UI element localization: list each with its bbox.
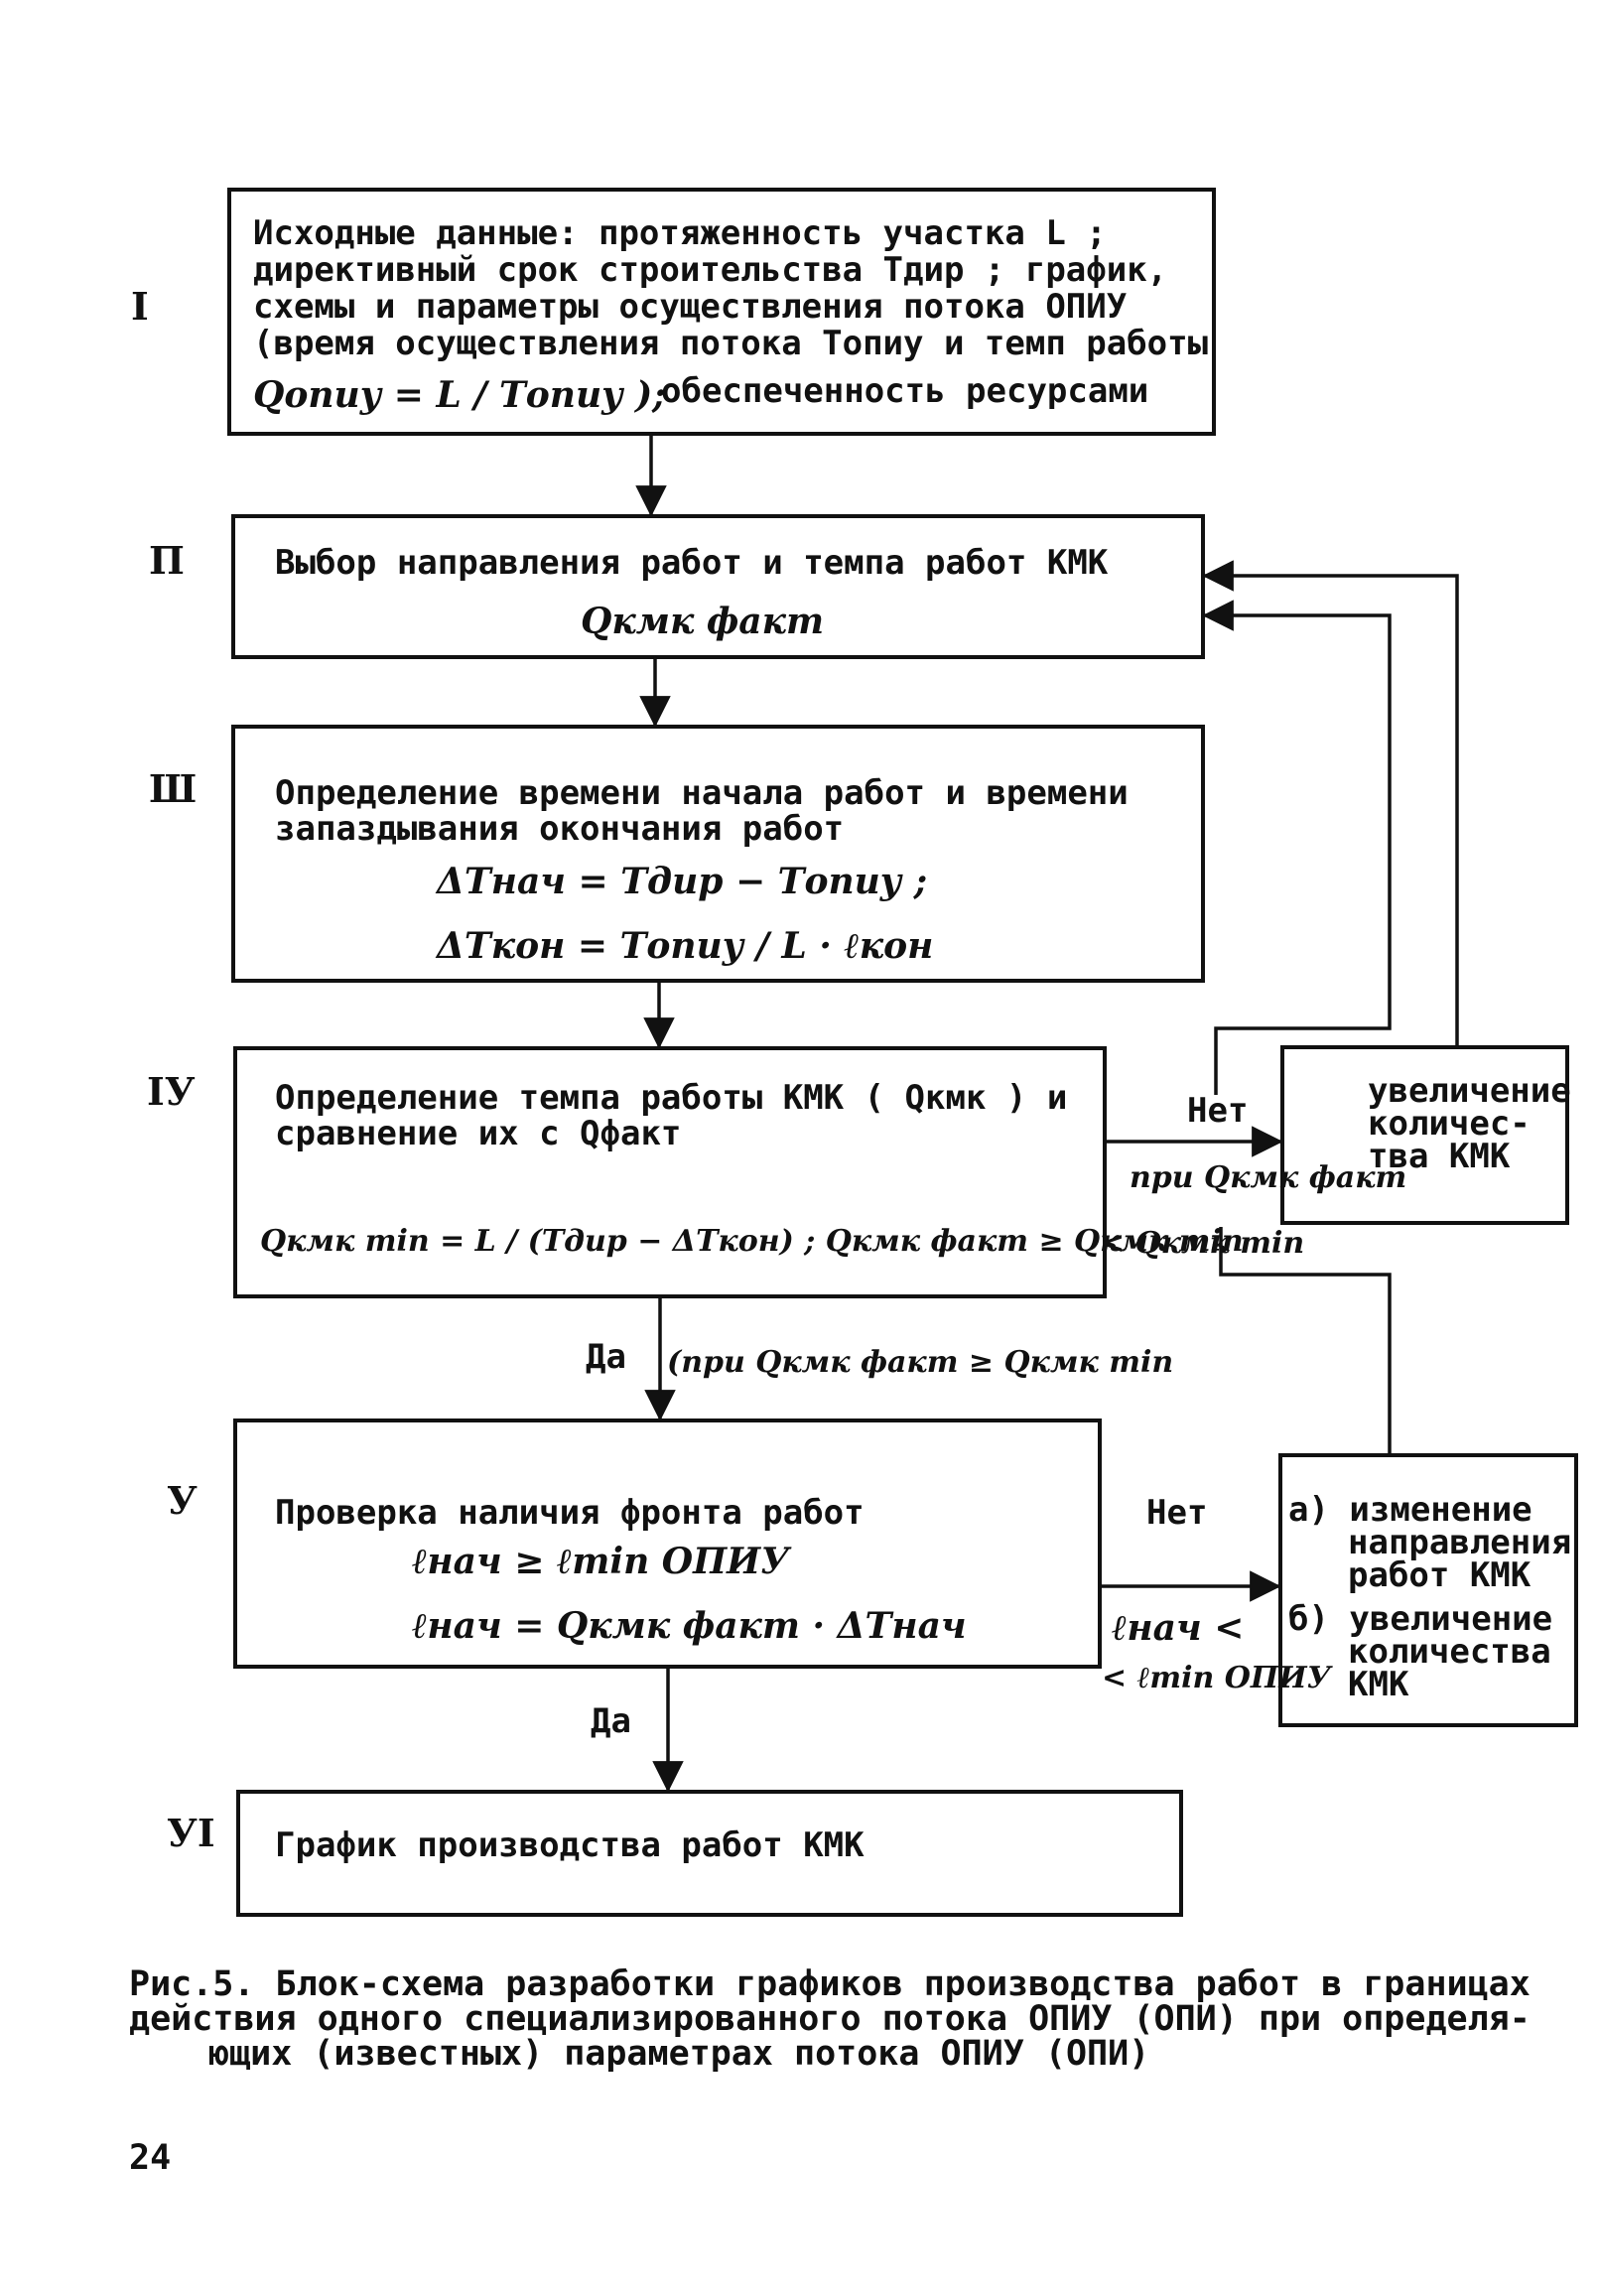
stage-1-formula: Qопиу = L / Tопиу ); [253,374,666,416]
stage-1-line-4: (время осуществления потока Tопиу и темп… [253,324,1208,363]
stage-4-line-1: Определение темпа работы КМК ( Qкмк ) и [275,1078,1067,1118]
edge-label-cond-2a: ℓнач < [1112,1607,1244,1649]
stage-5-line: Проверка наличия фронта работ [275,1493,865,1533]
change-b-line-2: количества [1348,1632,1551,1672]
change-box [1278,1453,1578,1727]
edge-label-no-2: Нет [1146,1493,1207,1533]
stage-4-numeral: IУ [147,1069,196,1114]
stage-6-box [236,1790,1183,1917]
stage-5-formula-1: ℓнач ≥ ℓmin ОПИУ [412,1541,792,1582]
page-number: 24 [129,2138,171,2178]
edge-label-cond-yes: (при Qкмк факт ≥ Qкмк min [667,1345,1173,1380]
stage-3-box [231,725,1205,983]
edge-label-yes-1: Да [586,1337,626,1377]
stage-6-numeral: УI [167,1811,215,1855]
feedback-change-to-4 [1219,1227,1392,1455]
stage-4-formula: Qкмк min = L / (Tдир − ΔTкон) ; Qкмк фак… [260,1224,1244,1259]
increase-box [1280,1045,1569,1225]
edge-label-no-1: Нет [1187,1091,1248,1131]
edge-label-cond-2b: < ℓmin ОПИУ [1102,1661,1334,1695]
stage-5-formula-2: ℓнач = Qкмк факт · ΔTнач [412,1605,967,1647]
stage-4-line-2: сравнение их с Qфакт [275,1114,681,1153]
stage-3-line-2: запаздывания окончания работ [275,809,844,849]
edge-label-cond-1b: < Qкмк min [1100,1226,1304,1261]
change-a-line-2: направления [1348,1523,1571,1562]
stage-3-formula-1: ΔTнач = Tдир − Tопиу ; [435,861,927,902]
stage-3-numeral: Ш [149,766,197,811]
stage-1-numeral: I [131,284,149,329]
edge-label-cond-1a: при Qкмк факт [1130,1160,1406,1195]
feedback-increase-to-2-inner [1202,600,1392,1095]
stage-2-box [231,514,1205,659]
increase-line-2: количес- [1368,1104,1531,1144]
feedback-increase-to-2-outer [1202,560,1459,1047]
caption-line-2: действия одного специализированного пото… [129,1999,1531,2039]
change-b-line-3: КМК [1348,1665,1409,1704]
stage-1-line-3: схемы и параметры осуществления потока О… [253,287,1127,327]
stage-5-box [233,1418,1102,1669]
stage-3-line-1: Определение времени начала работ и време… [275,773,1129,813]
change-a-line-3: работ КМК [1348,1555,1531,1595]
stage-2-formula: Qкмк факт [581,601,824,642]
stage-6-line: График производства работ КМК [275,1825,865,1865]
stage-1-line-1: Исходные данные: протяженность участка L… [253,213,1107,253]
stage-2-line: Выбор направления работ и темпа работ КМ… [275,543,1109,583]
increase-line-3: тва КМК [1368,1137,1511,1176]
stage-1-box [227,188,1216,436]
change-b-line-1: б) увеличение [1288,1599,1552,1639]
stage-3-formula-2: ΔTкон = Tопиу / L · ℓкон [435,925,933,967]
caption-line-3: ющих (известных) параметрах потока ОПИУ … [208,2034,1149,2074]
increase-line-1: увеличение [1368,1071,1571,1111]
edge-label-yes-2: Да [591,1701,631,1741]
stage-5-numeral: У [167,1478,198,1523]
stage-2-numeral: П [149,538,185,583]
caption-line-1: Рис.5. Блок-схема разработки графиков пр… [129,1964,1531,2004]
stage-4-box [233,1046,1107,1298]
stage-1-line-2: директивный срок строительства Tдир ; гр… [253,250,1167,290]
change-a-line-1: а) изменение [1288,1490,1532,1530]
stage-1-tail: обеспеченность ресурсами [661,371,1148,411]
